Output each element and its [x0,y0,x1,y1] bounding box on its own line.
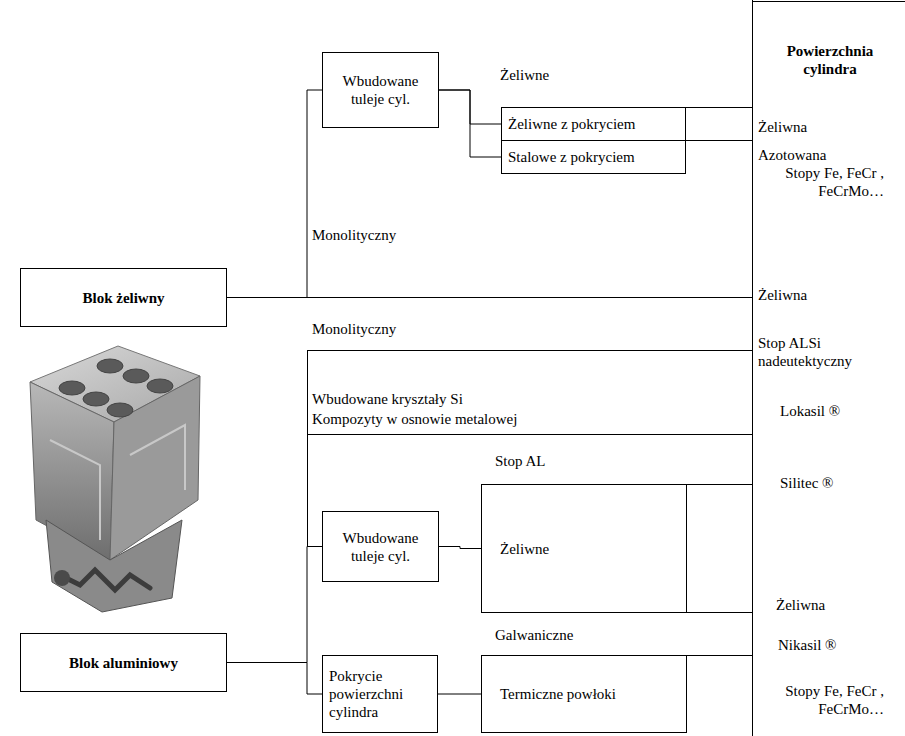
process-box: Pokrycie powierzchni cylindra [322,655,438,733]
box-text: Blok aluminiowy [69,654,178,672]
branch-label: Wbudowane kryształy Si [312,390,612,408]
process-box: Wbudowane tuleje cyl. [322,52,439,128]
box-text: Blok żeliwny [82,289,164,307]
branch-label: Żeliwna [776,596,886,614]
column-heading: Powierzchnia cylindra [762,42,898,78]
box-text: Wbudowane tuleje cyl. [329,529,432,565]
branch-label: Stopy Fe, FeCr , FeCrMo… [758,682,884,718]
box-text: Żeliwne z pokryciem [508,115,635,133]
box-text: Wbudowane tuleje cyl. [329,72,432,108]
connector-line [227,547,322,663]
connector-line [439,547,481,549]
branch-label: Galwaniczne [495,626,645,644]
box-text: Termiczne powłoki [500,685,616,703]
process-box: Blok aluminiowy [20,633,227,692]
process-box: Stalowe z pokryciem [501,140,686,174]
connector-line [227,663,322,695]
box-text: Pokrycie powierzchni cylindra [329,667,431,721]
branch-label: Stop AL [495,452,645,470]
connector-line [438,694,481,695]
branch-label: Stopy Fe, FeCr , FeCrMo… [758,164,884,200]
process-box: Żeliwne [481,484,687,613]
branch-label: Stop ALSi nadeutektyczny [758,334,898,370]
branch-label: Monolityczny [312,226,472,244]
process-box: Termiczne powłoki [481,655,687,733]
branch-label: Nikasil ® [778,636,888,654]
connector-line [227,90,322,298]
branch-label: Lokasil ® [780,402,890,420]
branch-label: Silitec ® [780,474,890,492]
connector-line [439,90,501,157]
process-box: Wbudowane tuleje cyl. [322,511,439,582]
process-box: Blok żeliwny [20,268,227,327]
box-text: Stalowe z pokryciem [508,148,635,166]
branch-label: Azotowana [758,146,878,164]
branch-label: Kompozyty w osnowie metalowej [312,410,612,428]
branch-label: Żeliwne [500,66,620,84]
branch-label: Żeliwna [758,286,878,304]
branch-label: Żeliwna [758,118,878,136]
process-box: Żeliwne z pokryciem [501,107,686,141]
box-text: Żeliwne [500,540,549,558]
branch-label: Monolityczny [312,320,472,338]
